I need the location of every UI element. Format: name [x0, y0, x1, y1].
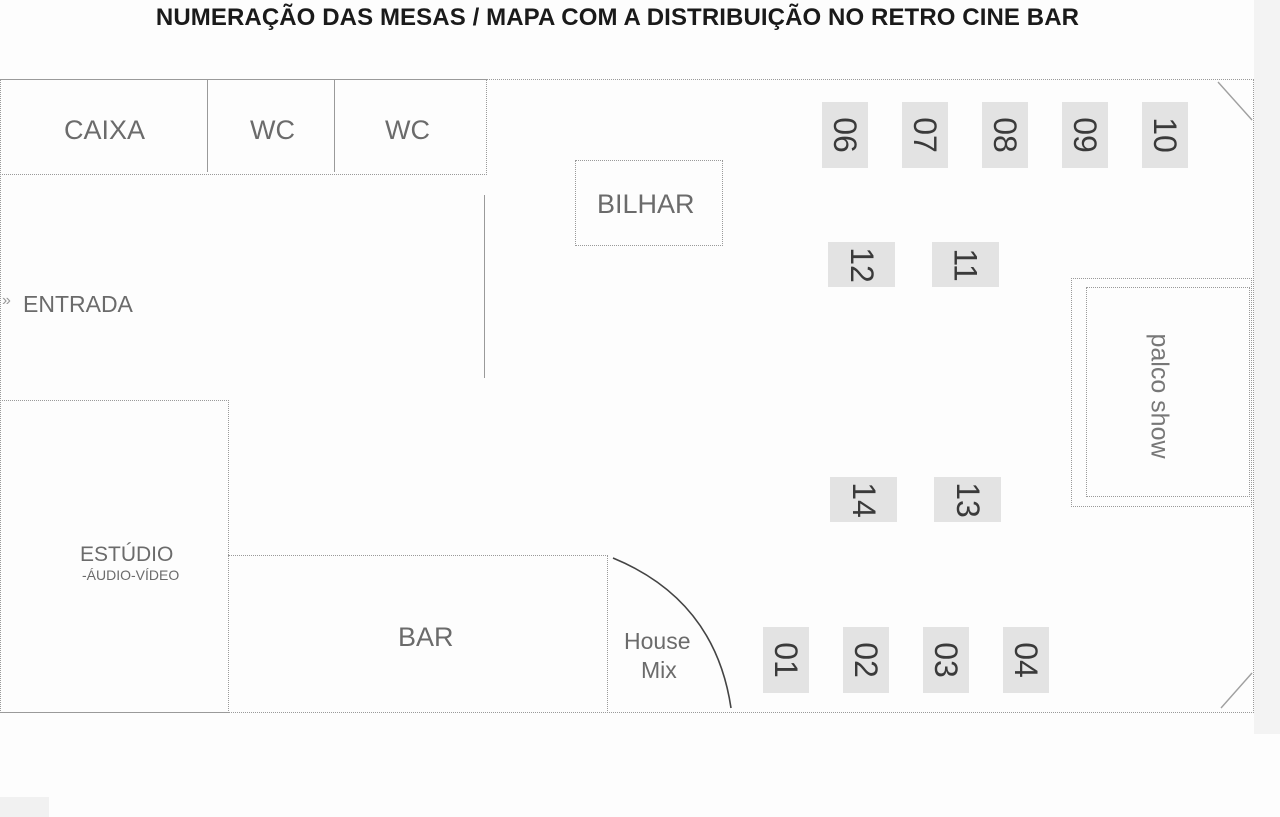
- table-number: 10: [1147, 117, 1183, 153]
- table-10[interactable]: 10: [1142, 102, 1188, 168]
- table-number: 12: [843, 246, 880, 283]
- page-title: NUMERAÇÃO DAS MESAS / MAPA COM A DISTRIB…: [155, 4, 1080, 31]
- table-06[interactable]: 06: [822, 102, 868, 168]
- bar-area: [228, 555, 608, 713]
- table-11[interactable]: 11: [932, 242, 999, 287]
- table-number: 04: [1008, 642, 1044, 678]
- table-03[interactable]: 03: [923, 627, 969, 693]
- table-01[interactable]: 01: [763, 627, 809, 693]
- wc-label-2: WC: [385, 115, 430, 145]
- table-09[interactable]: 09: [1062, 102, 1108, 168]
- table-13[interactable]: 13: [934, 477, 1001, 522]
- entrada-arrow-icon: »: [2, 292, 11, 309]
- table-number: 14: [845, 481, 882, 518]
- bar-label: BAR: [398, 622, 454, 652]
- table-number: 13: [949, 481, 986, 518]
- table-number: 11: [947, 247, 984, 282]
- entrada-label: ENTRADA: [23, 291, 133, 317]
- house-mix-label-line-1: House: [624, 628, 691, 654]
- table-07[interactable]: 07: [902, 102, 948, 168]
- stage-inner: [1086, 287, 1250, 497]
- table-14[interactable]: 14: [830, 477, 897, 522]
- house-mix-label-line-2: Mix: [641, 657, 677, 683]
- table-number: 09: [1067, 117, 1103, 153]
- bilhar-label: BILHAR: [597, 189, 695, 219]
- table-08[interactable]: 08: [982, 102, 1028, 168]
- table-04[interactable]: 04: [1003, 627, 1049, 693]
- wc-label-1: WC: [250, 115, 295, 145]
- table-number: 01: [768, 642, 804, 678]
- bottom-right-corner-line: [1220, 672, 1253, 709]
- table-number: 06: [827, 117, 863, 153]
- stage-outer: [1071, 278, 1252, 507]
- right-margin-strip: [1254, 0, 1280, 734]
- top-right-corner-line: [1217, 81, 1253, 121]
- building-outline: [0, 79, 1254, 713]
- estudio-sublabel: -ÁUDIO-VÍDEO: [82, 567, 180, 583]
- corner-patch: [0, 797, 49, 817]
- table-02[interactable]: 02: [843, 627, 889, 693]
- table-number: 08: [987, 117, 1023, 153]
- caixa-label: CAIXA: [64, 115, 146, 145]
- top-rooms-block: [0, 79, 487, 175]
- house-mix-curve: [612, 557, 732, 709]
- caixa-wc-divider: [207, 80, 208, 172]
- entrance-partition-wall: [484, 195, 485, 378]
- bilhar-room: [575, 160, 723, 246]
- table-number: 03: [928, 642, 964, 678]
- estudio-label: ESTÚDIO: [80, 543, 174, 566]
- table-number: 07: [907, 117, 943, 153]
- table-12[interactable]: 12: [828, 242, 895, 287]
- wc-wc-divider: [334, 80, 335, 172]
- table-number: 02: [848, 642, 884, 678]
